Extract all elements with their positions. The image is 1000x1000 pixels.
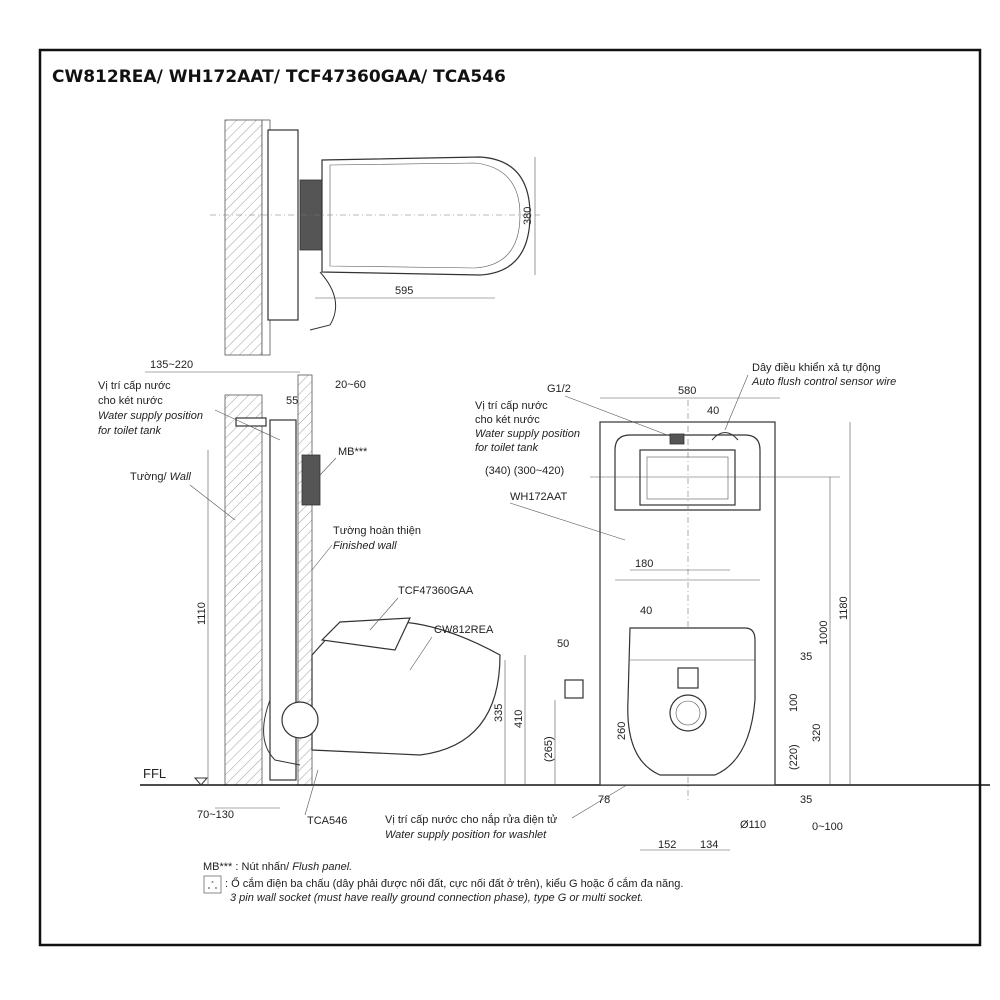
dim-580: 580 [678,385,696,397]
front-view: G1/2 Dây điều khiển xả tự động Auto flus… [475,362,896,851]
finished-wall-label-vi: Tường hoàn thiện [333,525,421,537]
dim-110: Ø110 [740,819,766,831]
dim-100: 100 [788,694,800,712]
tank-opening [639,449,736,506]
water-supply-label-vi: Vị trí cấp nước [98,380,171,392]
dim-340: (340) (300~420) [485,465,564,477]
wall-section-top [224,119,263,356]
dim-152: 152 [658,839,676,851]
dim-1110: 1110 [196,602,208,625]
bowl-model-label: CW812REA [434,624,494,636]
wall-label: Tường/ Wall [130,471,191,483]
socket-icon [203,875,222,894]
mb-label: MB*** [338,446,368,458]
dim-1000: 1000 [818,621,830,645]
legend: MB*** : Nút nhấn/ Flush panel. : Ổ cắm đ… [203,861,683,904]
sensor-wire [711,432,739,441]
dim-220: (220) [788,744,800,770]
g12-label: G1/2 [547,383,571,395]
washlet-seat-side [320,617,411,651]
dim-335: 335 [493,704,505,722]
dim-wall-range: 135~220 [150,359,193,371]
dim-180: 180 [635,558,653,570]
sensor-wire-label-vi: Dây điều khiển xả tự động [752,362,880,374]
outlet-pipe [669,694,707,732]
water-supply-label-vi-2: cho két nước [98,395,163,407]
dim-134: 134 [700,839,718,851]
water-supply-label-en-2: for toilet tank [98,425,161,437]
washlet-supply-label-vi: Vị trí cấp nước cho nắp rửa điện tử [385,813,558,826]
dim-50: 50 [557,638,569,650]
wall-section [224,394,263,786]
side-view: FFL 135~220 20~60 55 Vị trí cấp nước cho… [98,359,990,841]
flush-panel-mb [301,454,321,506]
dim-78: 78 [598,794,610,806]
front-water-supply-en-2: for toilet tank [475,442,538,454]
dim-0-100: 0~100 [812,821,843,833]
dim-40-top: 40 [707,405,719,417]
water-supply-label-en: Water supply position [98,410,203,422]
legend-mb: MB*** : Nút nhấn/ Flush panel. [203,861,352,873]
dim-70-130: 70~130 [197,809,234,821]
bracket-model-label: TCA546 [307,815,347,827]
washlet-supply-label-en: Water supply position for washlet [385,829,547,841]
frame-model-label: WH172AAT [510,491,568,503]
ffl-label: FFL [143,766,166,781]
dim-265: (265) [543,736,555,762]
drawing-border [38,48,982,947]
dim-seat-width: 380 [522,207,534,225]
front-water-supply-vi-2: cho két nước [475,414,540,426]
front-water-supply-en: Water supply position [475,428,580,440]
seat-model-label: TCF47360GAA [398,585,474,597]
sensor-wire-label-en: Auto flush control sensor wire [751,376,896,388]
dim-1180: 1180 [838,596,850,620]
wall-socket [564,679,584,699]
toilet-seat-top [321,156,531,276]
legend-socket-en: 3 pin wall socket (must have really grou… [230,892,643,904]
dim-35-top: 35 [800,651,812,663]
dim-35-bottom: 35 [800,794,812,806]
dim-320: 320 [811,724,823,742]
legend-socket-vi: : Ổ cắm điện ba chấu (dây phải được nối … [225,877,683,890]
dim-finish-range: 20~60 [335,379,366,391]
dim-55: 55 [286,395,298,407]
top-view: 380 595 [210,119,540,356]
dim-410: 410 [513,710,525,728]
dim-seat-depth: 595 [395,285,413,297]
frame-top [267,129,299,321]
finished-wall-label-en: Finished wall [333,540,397,552]
drawing-title: CW812REA/ WH172AAT/ TCF47360GAA/ TCA546 [52,67,506,87]
dim-260: 260 [616,722,628,740]
water-inlet-g12 [669,433,685,445]
dim-40-mid: 40 [640,605,652,617]
front-water-supply-vi: Vị trí cấp nước [475,400,548,412]
